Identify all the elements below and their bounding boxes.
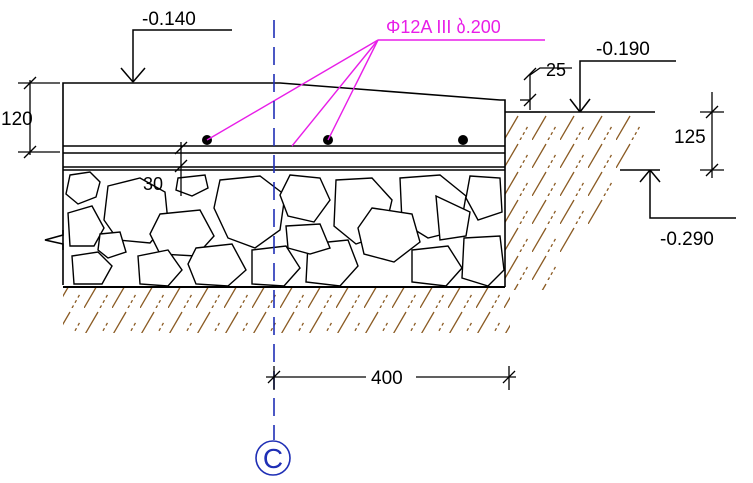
dim-slab-thickness: 120 xyxy=(1,109,33,130)
dimension-ground-step xyxy=(700,92,724,178)
rebar-leader xyxy=(206,39,545,147)
dim-step-height: 25 xyxy=(546,60,566,80)
axis-bubble-c xyxy=(255,440,291,476)
dimension-slab-thickness xyxy=(18,76,60,159)
level-marker-step-bottom xyxy=(620,169,736,219)
concrete-slab xyxy=(62,82,506,288)
level-slab-top: -0.140 xyxy=(142,9,196,30)
rebar-dots xyxy=(202,135,468,145)
rebar-label: Φ12A III ბ.200 xyxy=(386,17,501,37)
break-mark xyxy=(44,230,64,250)
dim-cover: 30 xyxy=(143,174,163,194)
rebar-dot xyxy=(458,135,468,145)
soil-hatch-bottom xyxy=(63,287,510,333)
dim-edge-distance: 400 xyxy=(371,368,403,389)
soil-hatch-right xyxy=(505,112,655,290)
level-ground-right: -0.190 xyxy=(596,39,650,60)
dim-ground-step: 125 xyxy=(674,127,706,148)
axis-label-c: C xyxy=(263,443,283,474)
level-marker-ground xyxy=(569,60,676,113)
level-step-bottom: -0.290 xyxy=(660,229,714,250)
level-marker-slab-top xyxy=(120,29,232,83)
dimension-cover xyxy=(174,141,188,196)
dimension-step xyxy=(520,67,572,113)
rubble-stones xyxy=(65,171,505,286)
